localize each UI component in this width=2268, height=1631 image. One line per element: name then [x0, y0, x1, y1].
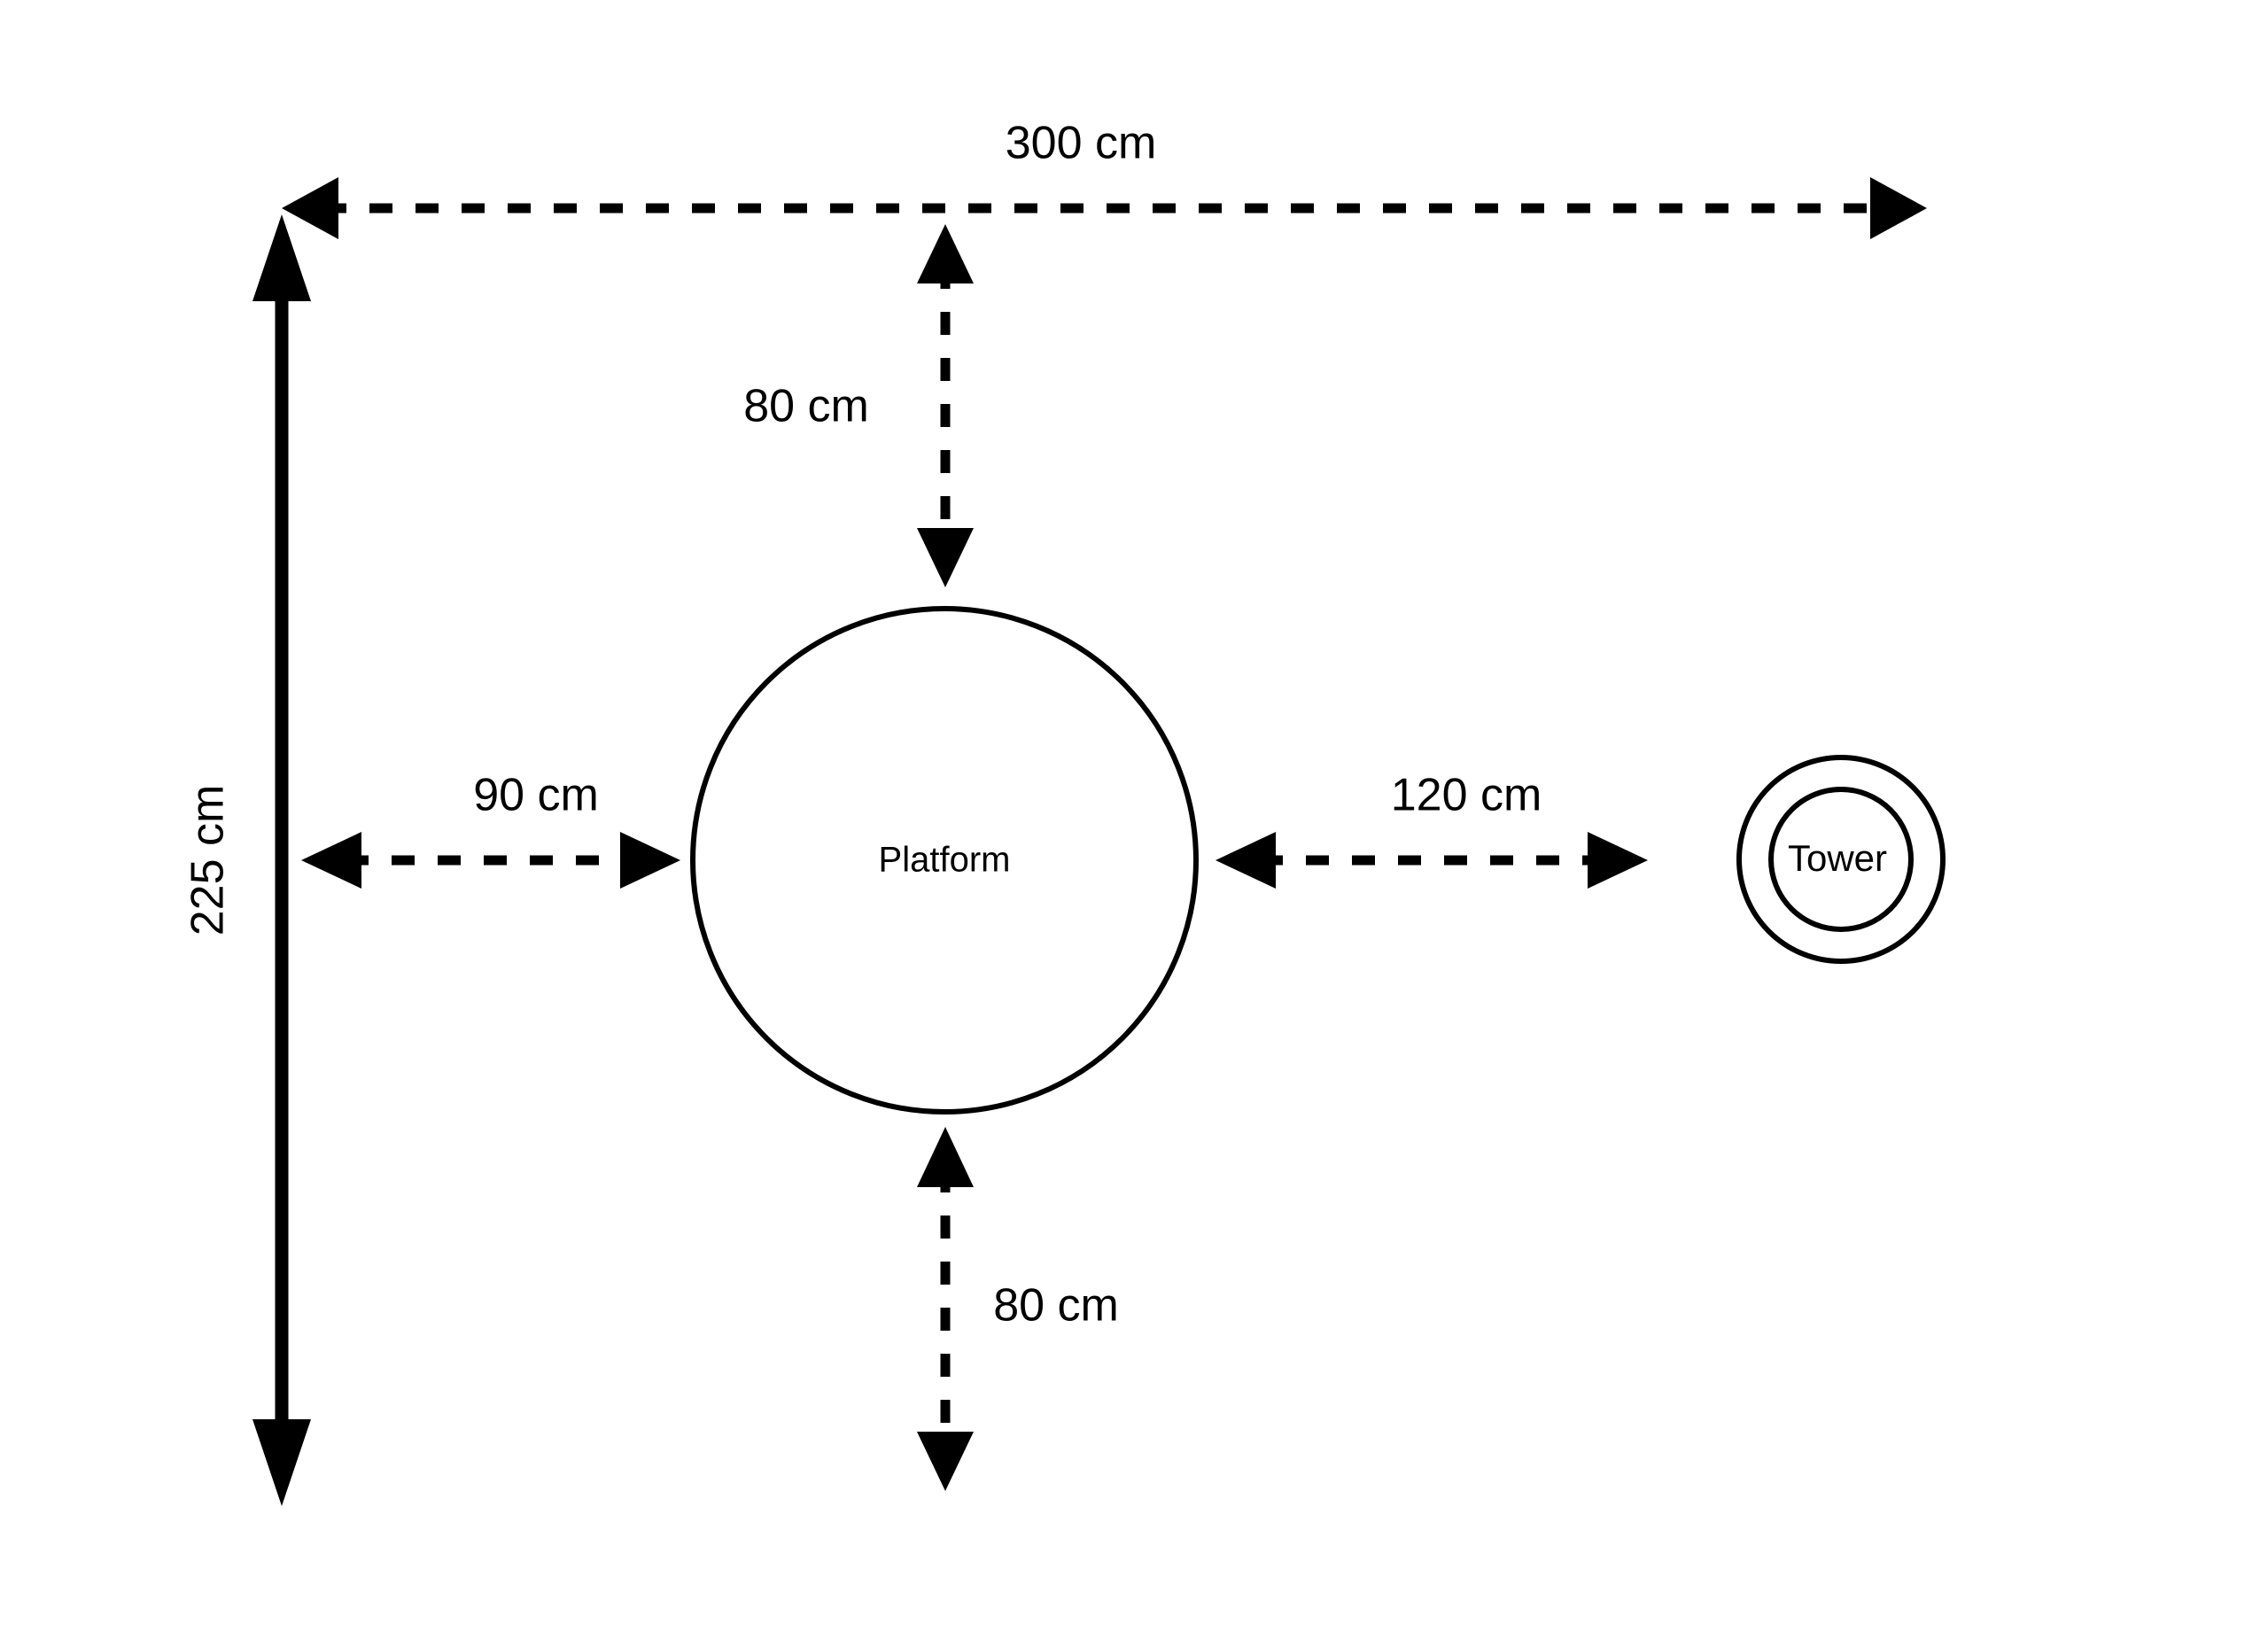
arrow-head-top-80top	[917, 224, 974, 283]
tower-outer-circle	[1736, 755, 1946, 964]
dimension-clearance-right: 120 cm	[1216, 770, 1648, 889]
arrow-head-bottom-80top	[917, 528, 974, 587]
arrow-head-right-120	[1588, 832, 1648, 889]
platform-label: Platform	[879, 841, 1011, 880]
tower-shape: Tower	[1736, 755, 1946, 964]
dimension-overall-height: 225 cm	[183, 214, 311, 1506]
platform-shape: Platform	[690, 606, 1199, 1115]
dimension-clearance-top: 80 cm	[743, 224, 974, 587]
tower-inner-circle	[1768, 787, 1914, 932]
dimension-clearance-bottom: 80 cm	[917, 1127, 1119, 1491]
dimension-label-clearance-bottom: 80 cm	[993, 1280, 1119, 1332]
dimension-label-clearance-left: 90 cm	[473, 770, 599, 821]
arrow-head-left-300	[282, 177, 338, 239]
arrow-head-bottom-225	[252, 1419, 311, 1506]
platform-circle	[690, 606, 1199, 1115]
arrow-head-right-300	[1870, 177, 1927, 239]
arrow-head-bottom-80bottom	[917, 1432, 974, 1491]
dimension-clearance-left: 90 cm	[301, 770, 680, 889]
arrow-head-left-90	[301, 832, 361, 889]
tower-label: Tower	[1788, 837, 1887, 879]
dimension-label-overall-width: 300 cm	[1006, 118, 1157, 169]
arrow-head-top-225	[252, 214, 311, 301]
dimension-label-clearance-top: 80 cm	[743, 381, 869, 432]
dimension-label-overall-height: 225 cm	[183, 785, 234, 936]
arrow-head-right-90	[620, 832, 680, 889]
dimension-label-clearance-right: 120 cm	[1391, 770, 1542, 821]
dimension-overall-width: 300 cm	[282, 118, 1927, 239]
arrow-head-left-120	[1216, 832, 1276, 889]
arrow-head-top-80bottom	[917, 1127, 974, 1187]
